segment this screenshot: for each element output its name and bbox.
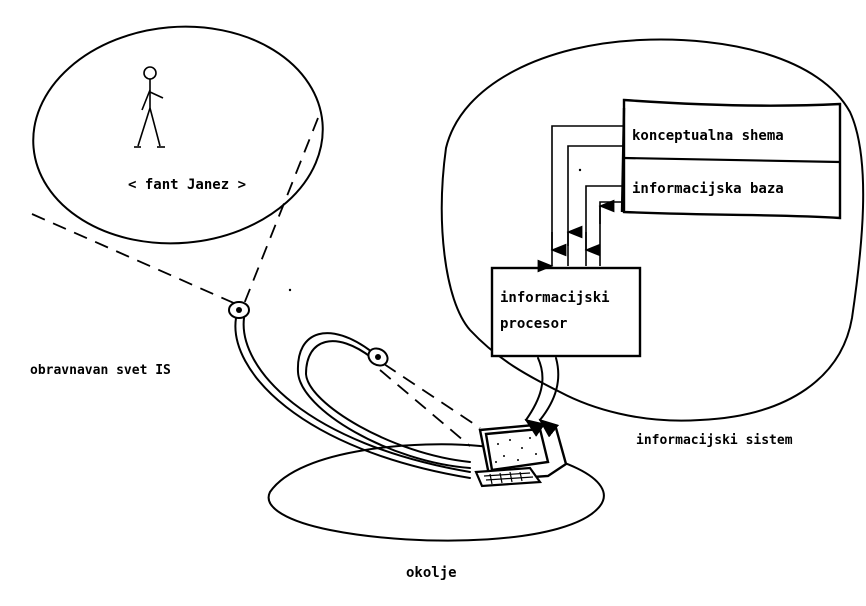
information-processor-box bbox=[492, 268, 640, 356]
processor-terminal-link-2 bbox=[540, 358, 558, 420]
cable-left-outer bbox=[235, 318, 470, 478]
stray-dot bbox=[579, 169, 581, 171]
view-line-right-2 bbox=[380, 370, 470, 446]
processor-terminal-link-1 bbox=[526, 358, 542, 420]
computer-terminal-icon bbox=[476, 424, 566, 486]
view-cone-left bbox=[32, 214, 236, 304]
environment-label: okolje bbox=[406, 565, 457, 581]
view-line-right-1 bbox=[384, 364, 480, 428]
connector-lines bbox=[552, 126, 624, 266]
information-base-label: informacijska baza bbox=[632, 181, 784, 197]
information-system-boundary bbox=[442, 40, 863, 421]
eye-icon bbox=[229, 302, 249, 318]
conceptual-schema-label: konceptualna shema bbox=[632, 128, 784, 144]
information-processor-label-line1: informacijski bbox=[500, 290, 610, 306]
information-processor-label-line2: procesor bbox=[500, 316, 567, 332]
person-caption: < fant Janez > bbox=[128, 177, 246, 193]
discourse-world-ellipse bbox=[24, 15, 332, 255]
information-system-label: informacijski sistem bbox=[636, 433, 793, 448]
stray-dot bbox=[289, 289, 291, 291]
view-cone-right bbox=[244, 118, 318, 304]
stick-figure-icon bbox=[134, 67, 165, 147]
discourse-world-label: obravnavan svet IS bbox=[30, 363, 171, 378]
